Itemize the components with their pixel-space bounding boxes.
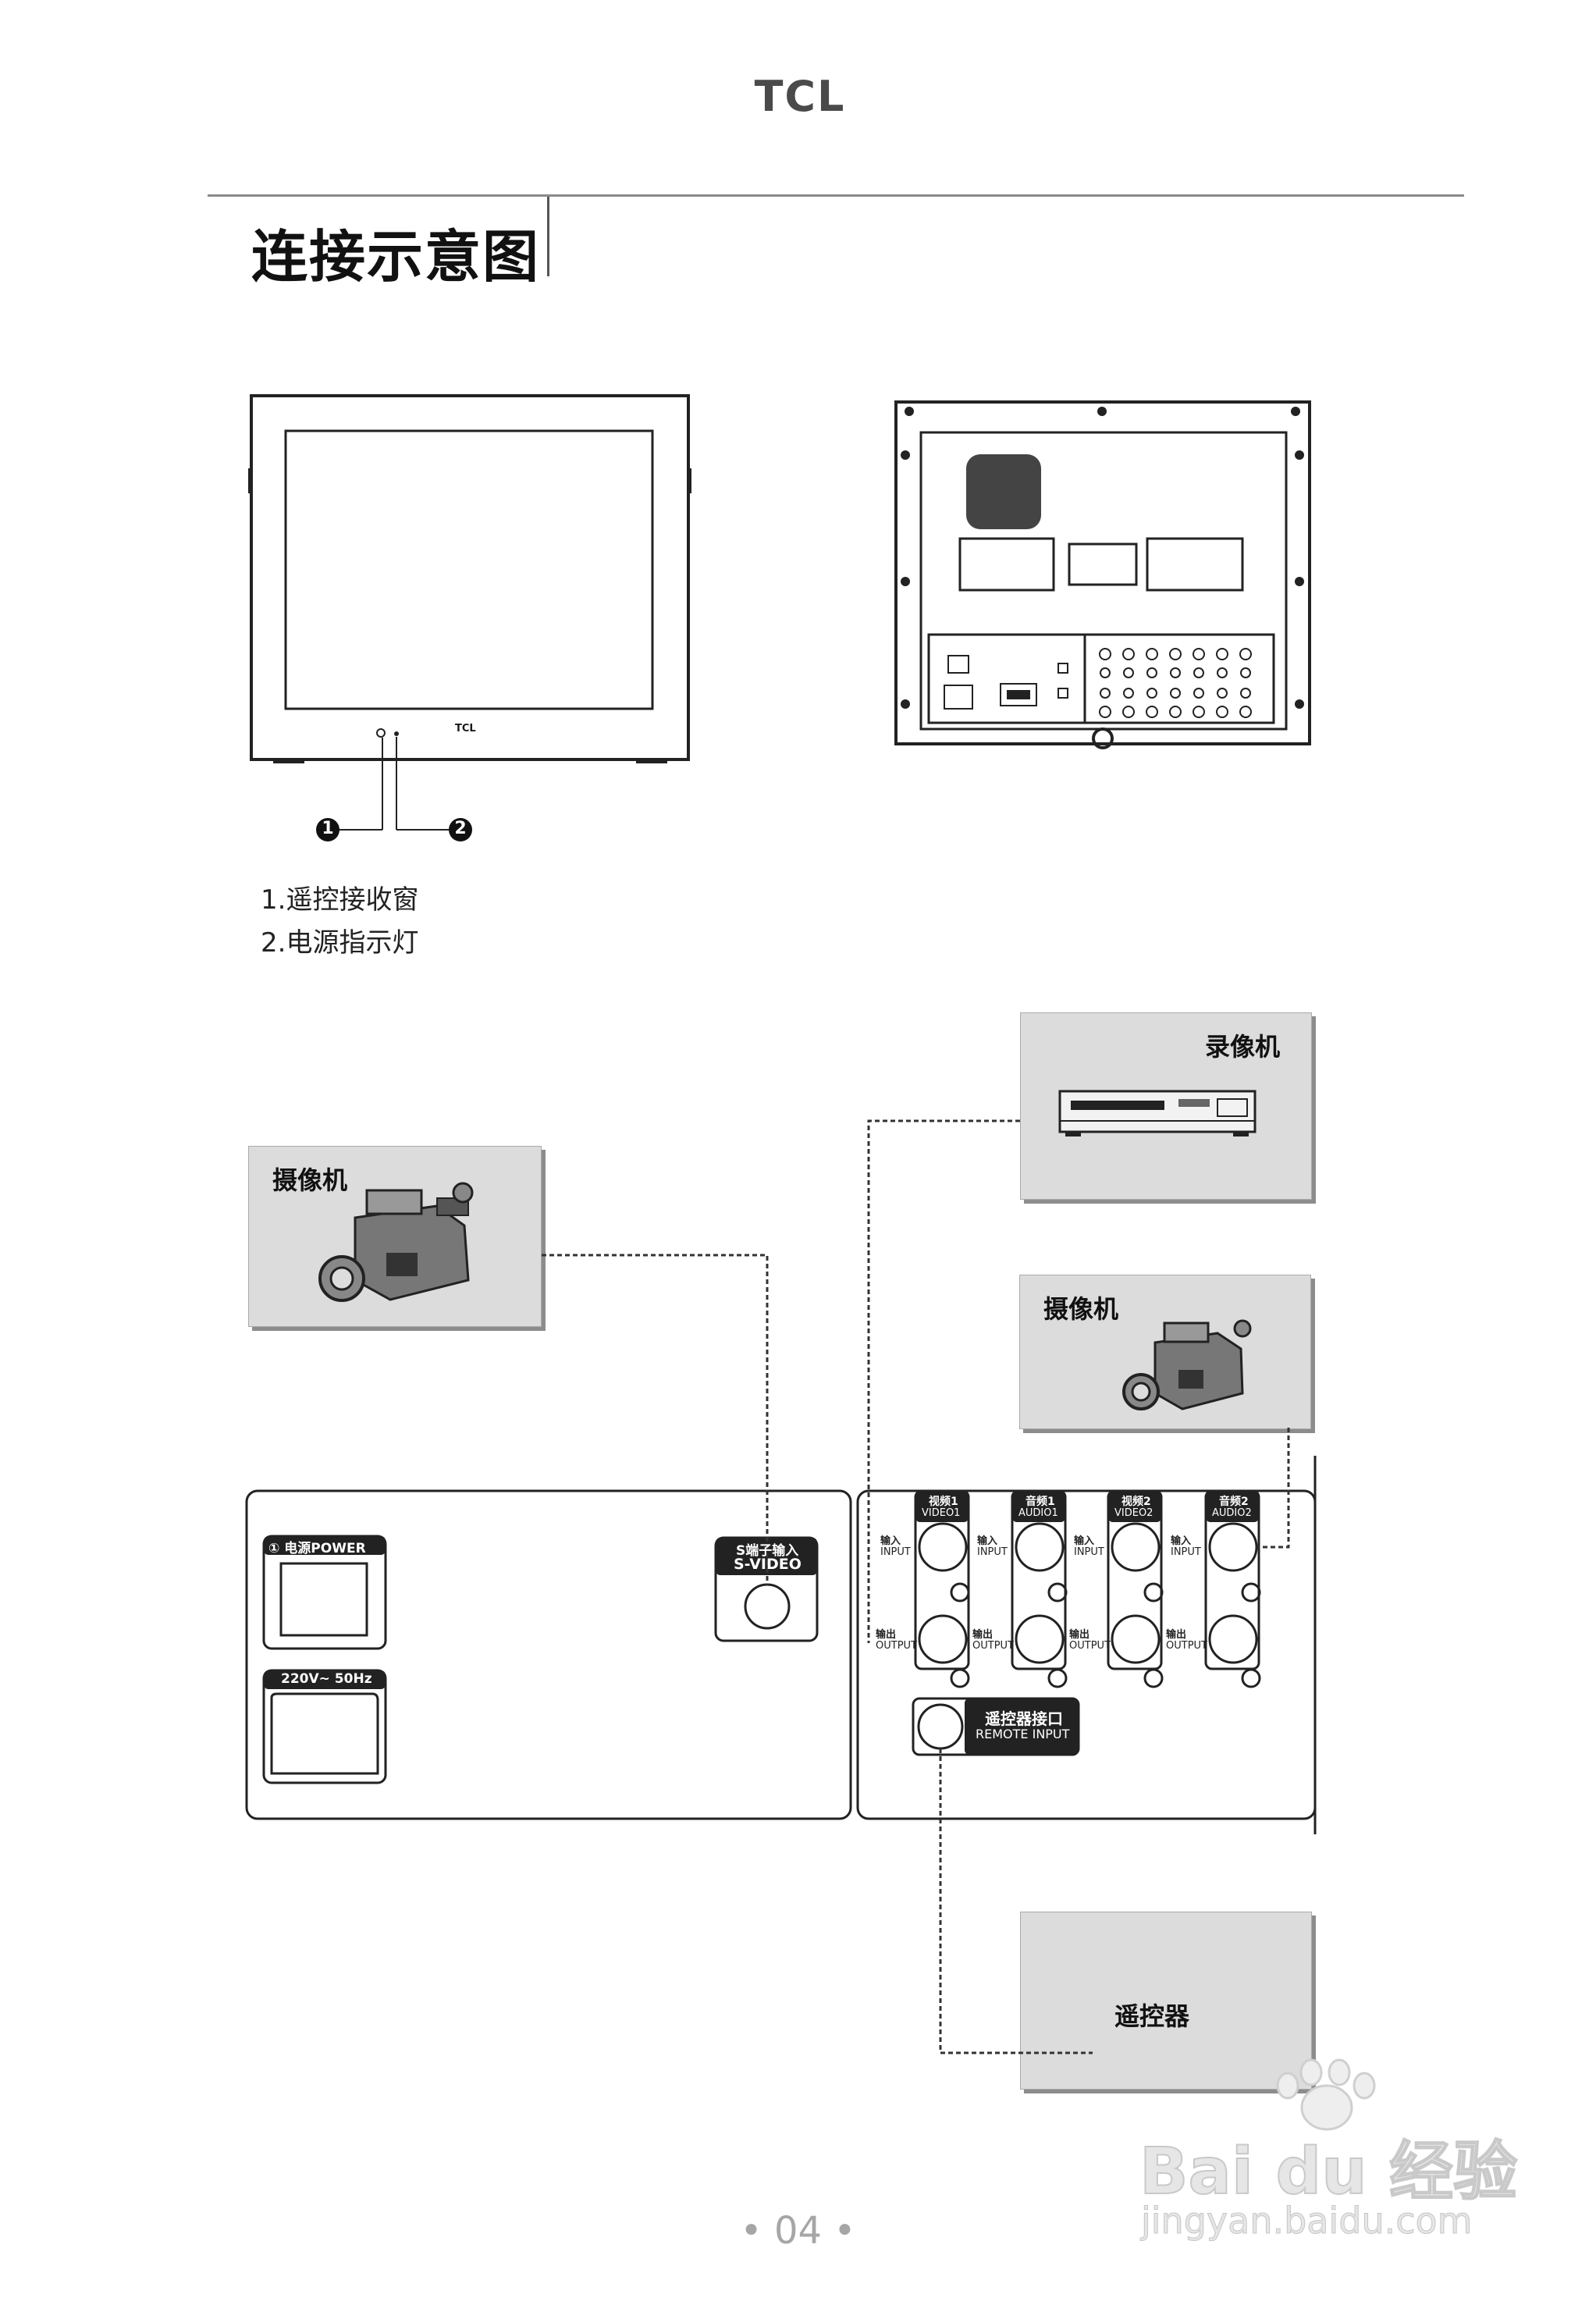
voltage-label: 220V~ 50Hz	[281, 1671, 372, 1687]
output-en: OUTPUT	[972, 1640, 1014, 1652]
legend-item-1: 1.遥控接收窗	[261, 884, 419, 916]
output-cn: 输出	[972, 1629, 994, 1641]
callout-2: 2	[454, 819, 467, 838]
output-en: OUTPUT	[876, 1640, 917, 1652]
callout-1: 1	[322, 819, 334, 838]
camcorder-right-box: 摄像机	[1019, 1275, 1311, 1429]
brand-logo: TCL	[754, 72, 846, 121]
output-en: OUTPUT	[1166, 1640, 1207, 1652]
group-1-title: 视频1	[929, 1496, 958, 1508]
remote-input-en: REMOTE INPUT	[976, 1727, 1070, 1741]
output-cn: 输出	[876, 1629, 897, 1641]
group-2-title: 音频1	[1025, 1496, 1055, 1508]
camcorder-left-icon	[318, 1182, 474, 1302]
input-label-4: 输入 INPUT	[1171, 1536, 1201, 1558]
output-label-3: 输出 OUTPUT	[1069, 1630, 1111, 1652]
left-panel	[245, 1489, 852, 1820]
input-label-3: 输入 INPUT	[1074, 1536, 1104, 1558]
callout-2-marker	[449, 818, 472, 841]
camcorder-right-icon	[1122, 1319, 1252, 1410]
output-cn: 输出	[1166, 1629, 1187, 1641]
remote-box: 遥控器	[1020, 1912, 1312, 2090]
output-en: OUTPUT	[1069, 1640, 1111, 1652]
input-en: INPUT	[880, 1546, 911, 1558]
power-label: ① 电源POWER	[268, 1541, 366, 1556]
output-label-1: 输出 OUTPUT	[876, 1630, 917, 1652]
legend-item-2: 2.电源指示灯	[261, 927, 419, 959]
remote-input-cn: 遥控器接口	[985, 1709, 1063, 1728]
section-title: 连接示意图	[251, 224, 541, 290]
camcorder-right-label: 摄像机	[1043, 1294, 1119, 1324]
group-3-title: 视频2	[1121, 1496, 1151, 1508]
remote-label: 遥控器	[1114, 2001, 1190, 2031]
input-label-1: 输入 INPUT	[880, 1536, 911, 1558]
svideo-label-cn: S端子输入	[736, 1543, 799, 1559]
svideo-label-en: S-VIDEO	[734, 1556, 802, 1573]
title-divider	[547, 197, 549, 276]
group-3-sub: VIDEO2	[1114, 1507, 1153, 1519]
input-en: INPUT	[1171, 1546, 1201, 1558]
output-label-2: 输出 OUTPUT	[972, 1630, 1014, 1652]
output-cn: 输出	[1069, 1629, 1090, 1641]
input-cn: 输入	[880, 1535, 901, 1547]
input-cn: 输入	[977, 1535, 998, 1547]
input-cn: 输入	[1074, 1535, 1095, 1547]
rear-screw	[1092, 727, 1114, 749]
vcr-label: 录像机	[1205, 1032, 1281, 1062]
input-label-2: 输入 INPUT	[977, 1536, 1008, 1558]
camcorder-left-label: 摄像机	[272, 1165, 348, 1195]
group-2-sub: AUDIO1	[1018, 1507, 1058, 1519]
group-1-sub: VIDEO1	[922, 1507, 961, 1519]
page-number: • 04 •	[740, 2209, 856, 2253]
group-4-title: 音频2	[1219, 1496, 1249, 1508]
input-en: INPUT	[977, 1546, 1008, 1558]
input-en: INPUT	[1074, 1546, 1104, 1558]
group-4-sub: AUDIO2	[1212, 1507, 1252, 1519]
header-rule	[208, 194, 1464, 197]
monitor-logo: TCL	[455, 723, 476, 735]
watermark-url: jingyan.baidu.com	[1141, 2200, 1473, 2243]
callout-1-marker	[316, 818, 339, 841]
output-label-4: 输出 OUTPUT	[1166, 1630, 1207, 1652]
vcr-icon	[1058, 1090, 1257, 1136]
watermark-brand: Bai du 经验	[1139, 2134, 1518, 2210]
rear-vent	[966, 454, 1041, 529]
input-cn: 输入	[1171, 1535, 1192, 1547]
